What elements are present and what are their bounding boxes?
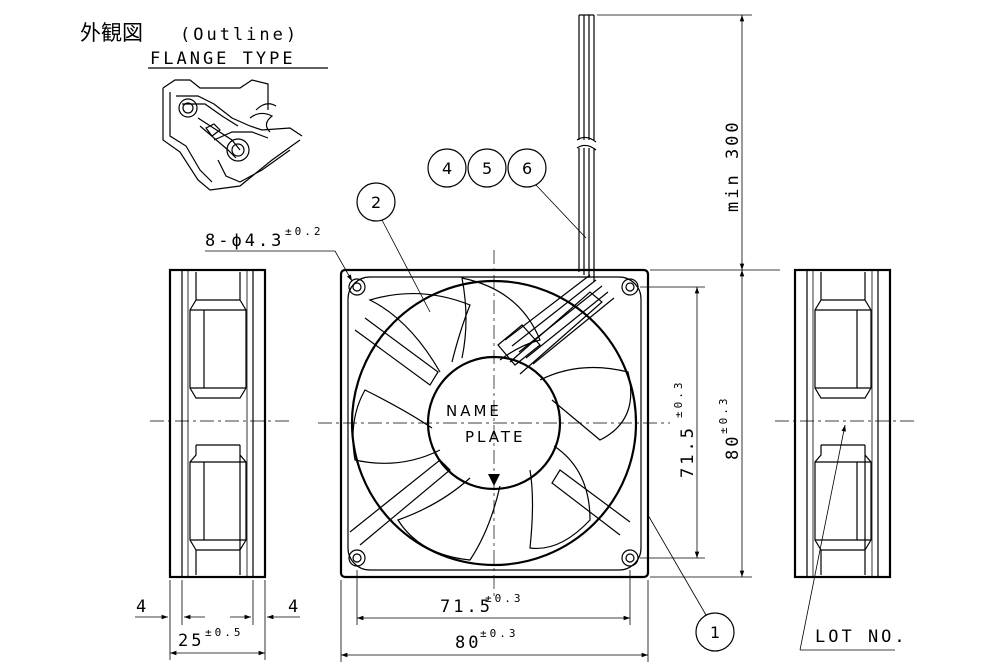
depth-tolerance: ±0.5 [205,626,244,639]
svg-text:6: 6 [522,159,532,178]
flange-detail-sketch [162,79,303,191]
lead-length-label: min 300 [723,119,743,212]
lot-number-callout: LOT NO. [799,424,908,651]
title-english: (Outline) [180,25,299,45]
svg-text:4: 4 [442,159,452,178]
support-spokes [349,291,631,546]
lead-wire [576,14,597,281]
horizontal-size-tolerance: ±0.3 [480,627,519,640]
horizontal-pitch-label: 71.5 [440,597,493,617]
flange-right-label: 4 [288,597,301,617]
drawing-title: 外観図 (Outline) FLANGE TYPE [80,21,328,69]
callout-2: 2 [356,182,431,313]
vertical-pitch-tolerance: ±0.3 [672,380,685,419]
front-view: NAME PLATE [339,268,650,579]
vertical-pitch-label: 71.5 [678,425,698,478]
svg-text:5: 5 [482,159,492,178]
vertical-pitch-dimension: 71.5 ±0.3 [640,286,705,559]
horizontal-size-label: 80 [455,633,481,653]
mounting-holes [348,278,639,567]
depth-label: 25 [178,631,204,651]
flange-left-label: 4 [136,597,149,617]
callout-4-5-6: 4 5 6 [427,148,587,239]
lead-wire-bundle [497,274,615,366]
svg-text:1: 1 [710,623,720,642]
vertical-size-dimension: 80 ±0.3 [650,270,752,578]
side-view-dimensions: 4 4 25 ±0.5 [135,580,301,660]
nameplate-line1: NAME [446,402,502,420]
lead-length-dimension: min 300 [597,14,780,271]
fan-blades [352,277,632,561]
hole-spec-tolerance: ±0.2 [285,225,324,238]
hole-spec-label: 8-ϕ4.3 [205,231,284,251]
horizontal-pitch-tolerance: ±0.3 [485,592,524,605]
vertical-size-tolerance: ±0.3 [717,396,730,435]
hole-spec-callout: 8-ϕ4.3 ±0.2 [205,225,353,282]
vertical-size-label: 80 [723,434,743,460]
title-japanese: 外観図 [80,21,143,45]
left-side-view [168,268,267,579]
horizontal-dimensions: 71.5 ±0.3 80 ±0.3 [340,570,649,662]
right-side-view [793,268,892,579]
title-subtitle: FLANGE TYPE [150,49,296,69]
svg-text:2: 2 [371,193,381,212]
lot-number-label: LOT NO. [815,627,908,647]
callout-1: 1 [647,514,735,652]
nameplate-line2: PLATE [465,428,525,446]
